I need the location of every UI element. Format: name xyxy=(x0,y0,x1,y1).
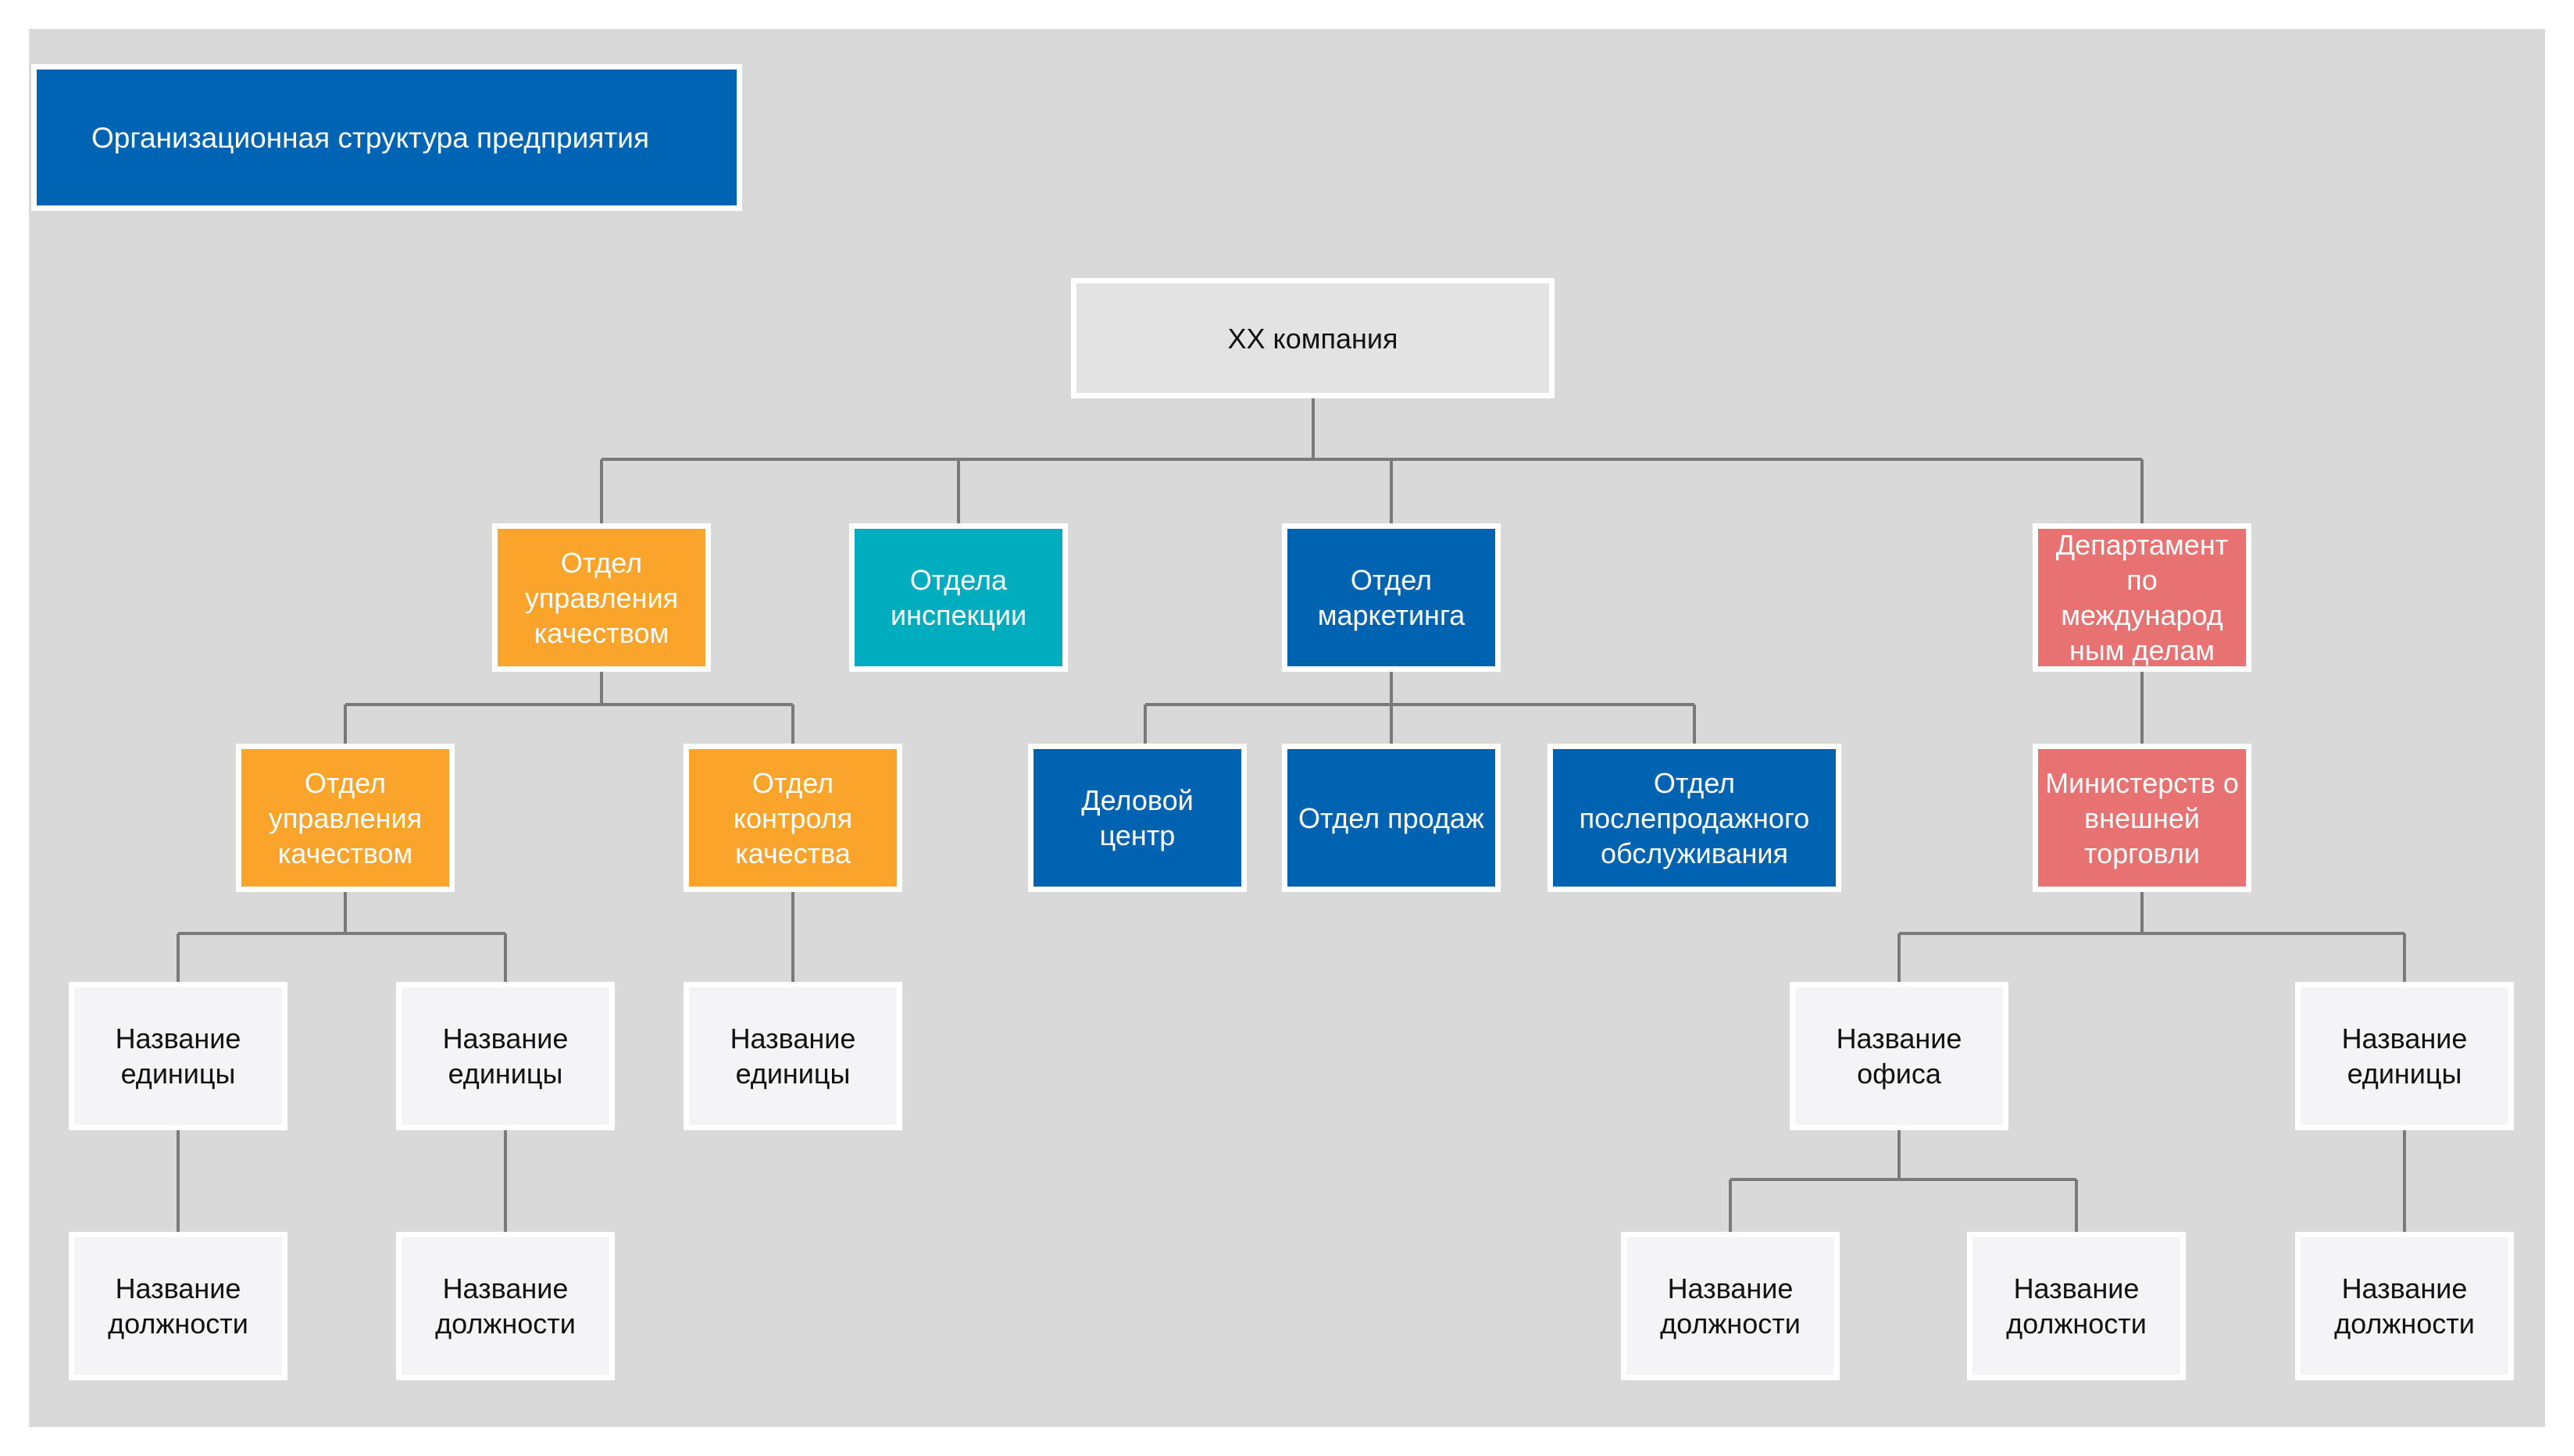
node-quality-subdept: Отдел управления качеством xyxy=(236,744,455,892)
node-quality-control-label: Отдел контроля качества xyxy=(733,766,853,869)
node-sales-dept: Отдел продаж xyxy=(1282,744,1501,892)
node-aftersales-dept-label: Отдел послепродажного обслуживания xyxy=(1579,766,1810,869)
node-position-1: Название должности xyxy=(69,1232,287,1380)
node-position-5: Название должности xyxy=(2295,1232,2514,1380)
node-international-dept-label: Департамент по международ ным делам xyxy=(2055,529,2229,666)
node-aftersales-dept: Отдел послепродажного обслуживания xyxy=(1548,744,1841,892)
node-position-3-label: Название должности xyxy=(1660,1272,1801,1340)
node-position-1-label: Название должности xyxy=(108,1272,248,1340)
node-office: Название офиса xyxy=(1790,982,2008,1130)
connector-root-level1 xyxy=(600,398,2144,523)
connector-office-positions xyxy=(1729,1130,2078,1232)
connector-quality-sub-units xyxy=(177,892,507,982)
node-sales-dept-label: Отдел продаж xyxy=(1298,801,1484,834)
node-marketing-dept-label: Отдел маркетинга xyxy=(1317,564,1466,631)
node-root-company: XX компания xyxy=(1071,278,1555,398)
node-position-5-label: Название должности xyxy=(2334,1272,2475,1340)
node-business-center: Деловой центр xyxy=(1028,744,1247,892)
node-unit-3: Название единицы xyxy=(684,982,902,1130)
node-unit-2-label: Название единицы xyxy=(442,1022,569,1090)
node-international-dept: Департамент по международ ным делам xyxy=(2033,523,2251,672)
node-position-4-label: Название должности xyxy=(2006,1272,2147,1340)
diagram-title: Организационная структура предприятия xyxy=(31,64,742,211)
node-unit-4: Название единицы xyxy=(2295,982,2514,1130)
diagram-title-text: Организационная структура предприятия xyxy=(91,121,649,154)
node-inspection-dept: Отдела инспекции xyxy=(849,523,1068,672)
node-quality-dept-label: Отдел управления качеством xyxy=(524,546,679,649)
node-unit-4-label: Название единицы xyxy=(2341,1022,2468,1090)
node-quality-dept: Отдел управления качеством xyxy=(492,523,711,672)
connector-quality-children xyxy=(344,672,794,744)
node-unit-1: Название единицы xyxy=(69,982,287,1130)
connector-ministry-children xyxy=(1897,892,2406,982)
node-position-2-label: Название должности xyxy=(435,1272,576,1340)
node-marketing-dept: Отдел маркетинга xyxy=(1282,523,1501,672)
node-quality-subdept-label: Отдел управления качеством xyxy=(268,766,423,869)
node-foreign-trade-ministry-label: Министерств о внешней торговли xyxy=(2045,766,2239,869)
connector-marketing-children xyxy=(1144,672,1696,744)
node-unit-1-label: Название единицы xyxy=(115,1022,241,1090)
node-office-label: Название офиса xyxy=(1836,1022,1962,1090)
node-unit-2: Название единицы xyxy=(396,982,615,1130)
node-inspection-dept-label: Отдела инспекции xyxy=(890,564,1027,631)
node-business-center-label: Деловой центр xyxy=(1081,784,1194,851)
node-position-3: Название должности xyxy=(1621,1232,1840,1380)
node-quality-control: Отдел контроля качества xyxy=(684,744,902,892)
node-position-4: Название должности xyxy=(1967,1232,2186,1380)
node-foreign-trade-ministry: Министерств о внешней торговли xyxy=(2033,744,2251,892)
diagram-canvas xyxy=(29,29,2545,1427)
node-position-2: Название должности xyxy=(396,1232,615,1380)
node-root-company-label: XX компания xyxy=(1227,322,1398,355)
node-unit-3-label: Название единицы xyxy=(730,1022,856,1090)
